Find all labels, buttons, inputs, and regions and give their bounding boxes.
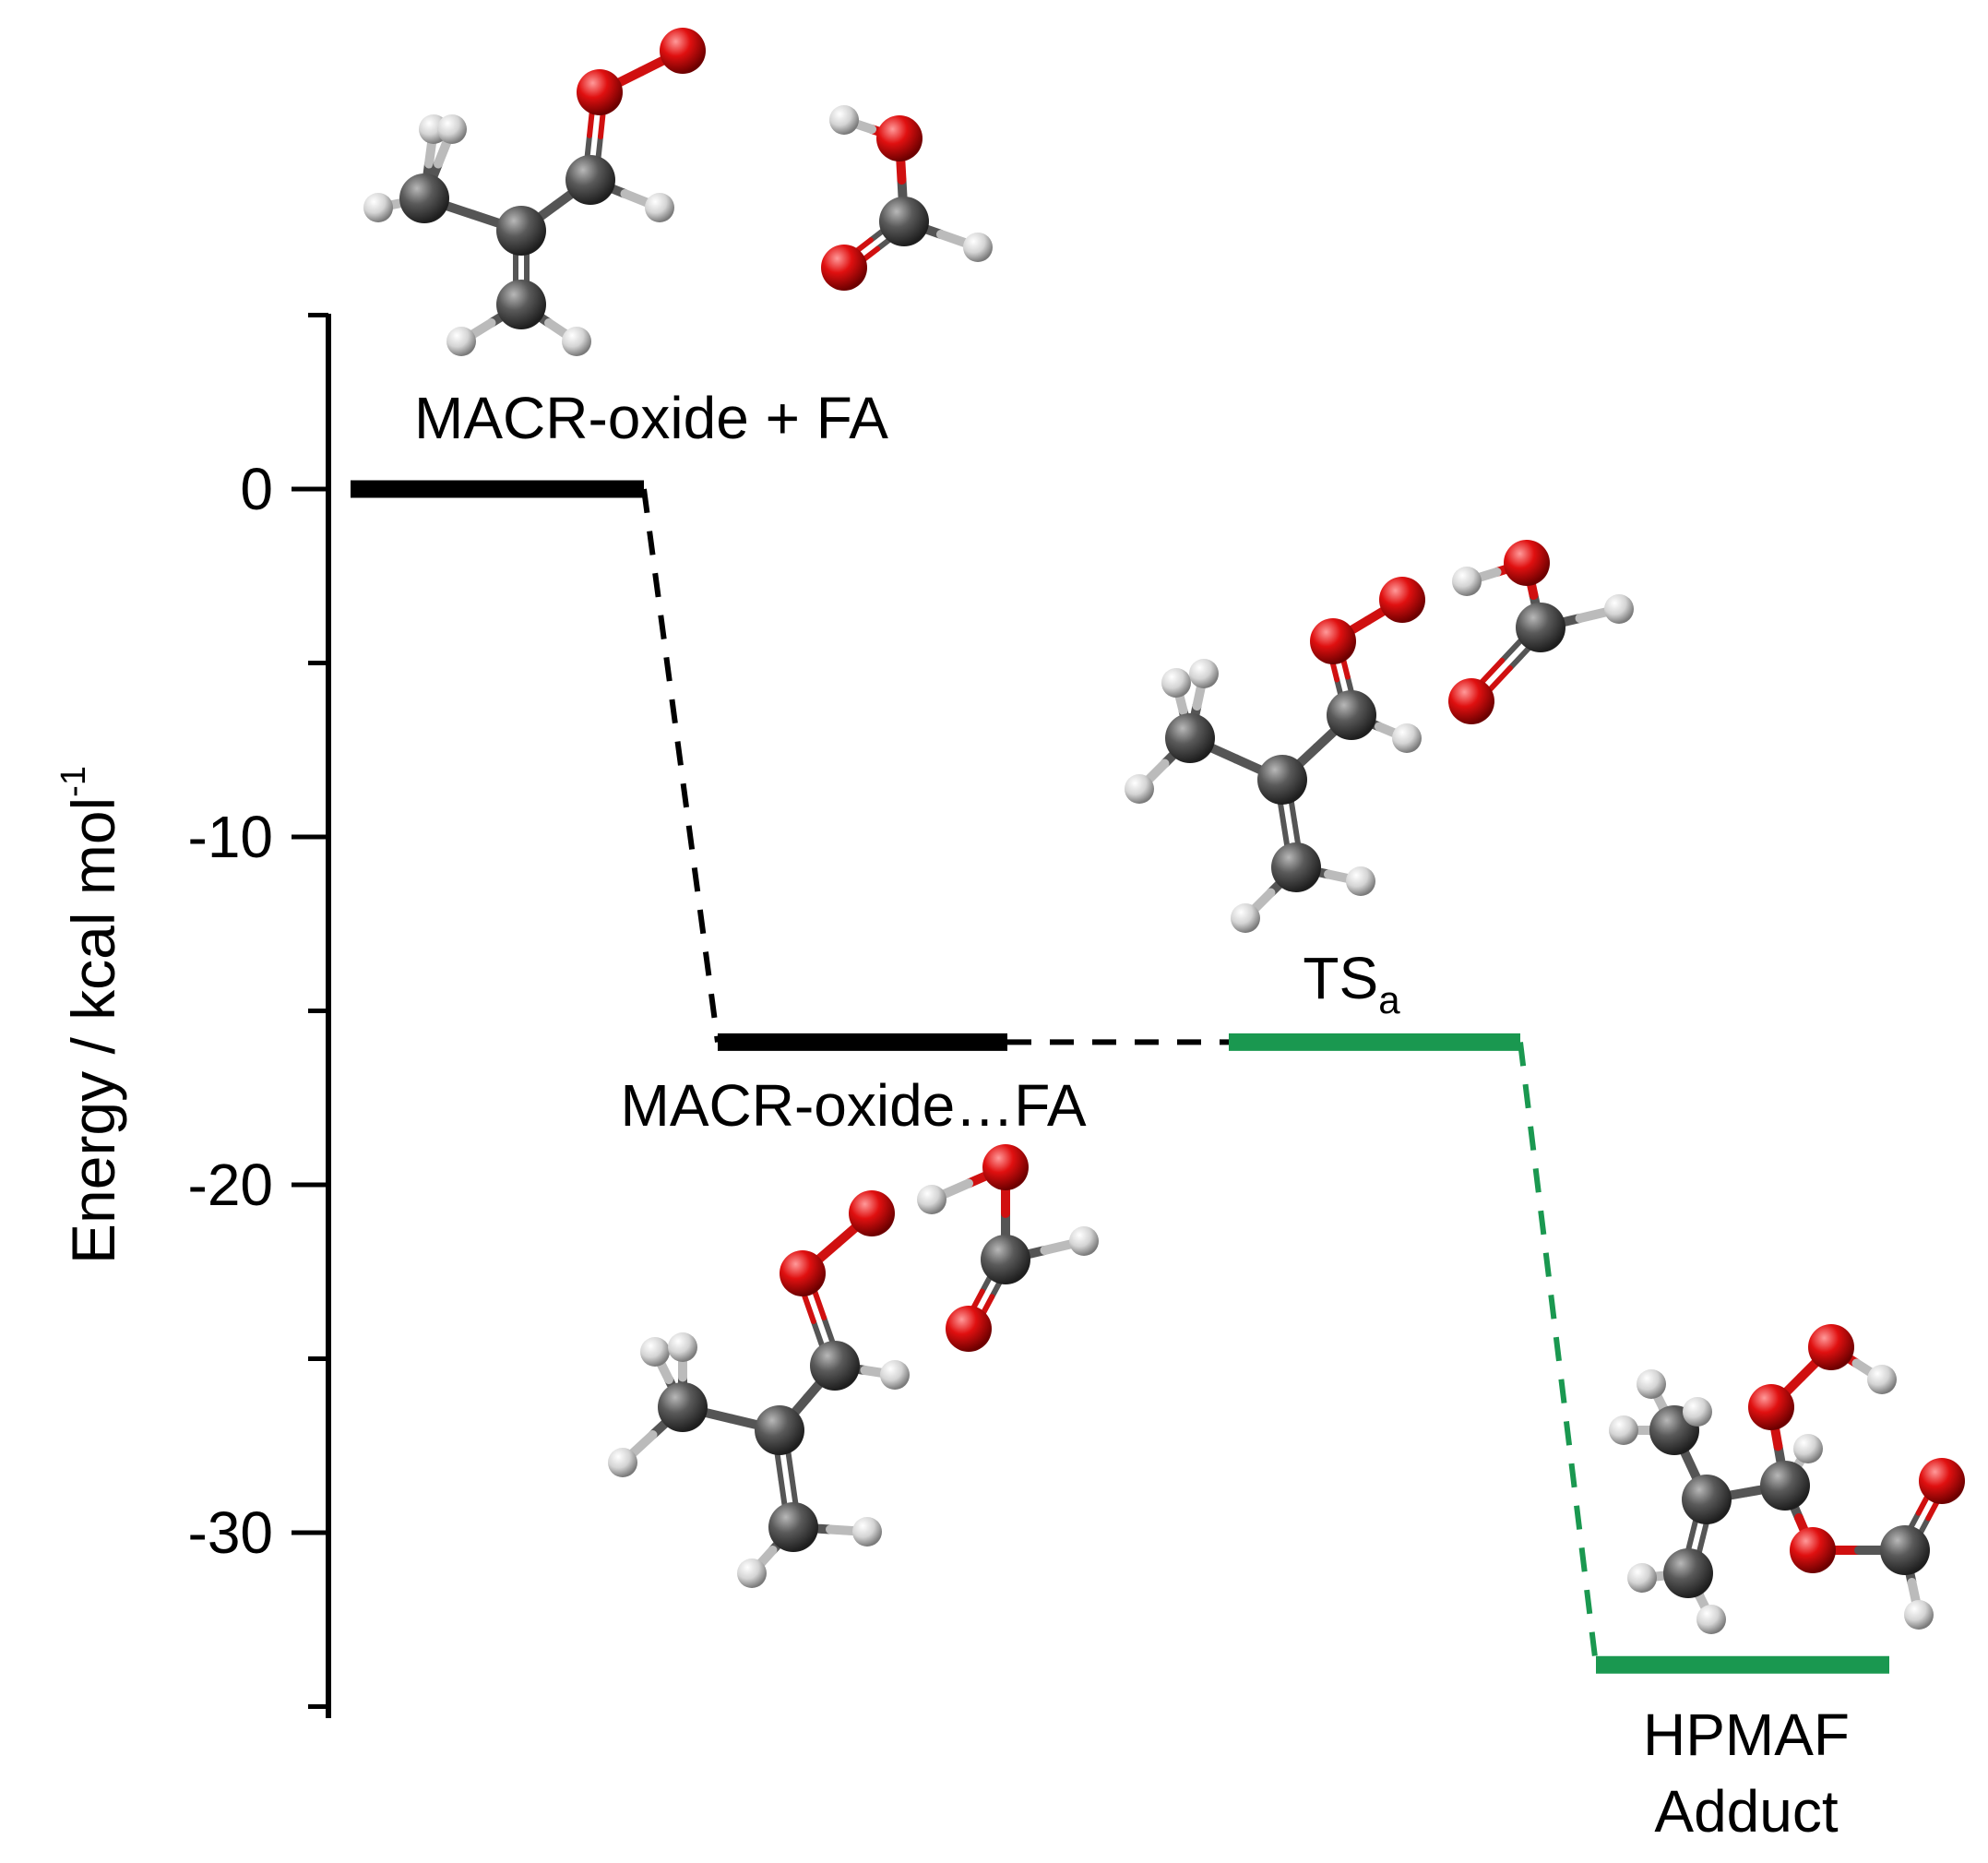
hydrogen-atom — [1392, 723, 1422, 753]
carbon-atom — [496, 280, 546, 329]
hydrogen-atom — [1904, 1600, 1934, 1630]
hydrogen-atom — [1161, 668, 1191, 698]
carbon-atom — [755, 1405, 804, 1455]
carbon-atom — [981, 1235, 1030, 1284]
hydrogen-atom — [1683, 1397, 1712, 1427]
hydrogen-atom — [1125, 774, 1154, 804]
oxygen-atom — [577, 69, 623, 115]
carbon-atom — [768, 1502, 818, 1552]
level-label-reactants: MACR-oxide + FA — [414, 385, 888, 451]
carbon-atom — [399, 173, 449, 223]
carbon-atom — [1663, 1548, 1713, 1598]
oxygen-atom — [780, 1250, 826, 1296]
product-structure — [1609, 1324, 1965, 1634]
hydrogen-atom — [1627, 1563, 1657, 1593]
y-tick-label: -20 — [188, 1152, 274, 1218]
oxygen-atom — [660, 28, 706, 74]
energy-levels — [351, 480, 1889, 1674]
carbon-atom — [879, 197, 929, 246]
hydrogen-atom — [1867, 1365, 1897, 1394]
carbon-atom — [1165, 713, 1215, 763]
hydrogen-atom — [1452, 567, 1482, 596]
connectors — [641, 488, 1599, 1666]
oxygen-atom — [1310, 618, 1356, 664]
hydrogen-atom — [1189, 659, 1219, 688]
y-tick-label: -30 — [188, 1499, 274, 1566]
level-label-ts: TSa — [1303, 945, 1400, 1021]
level-label-ts-subscript: a — [1378, 978, 1400, 1021]
carbon-atom — [1516, 603, 1565, 652]
y-axis: 0 -10 -20 -30 — [188, 313, 331, 1718]
hydrogen-atom — [446, 327, 476, 356]
oxygen-atom — [982, 1144, 1029, 1190]
hydrogen-atom — [829, 105, 859, 135]
oxygen-atom — [1504, 540, 1550, 586]
carbon-atom — [1682, 1475, 1732, 1524]
hydrogen-atom — [917, 1185, 946, 1214]
hydrogen-atom — [1793, 1434, 1823, 1463]
carbon-atom — [1760, 1461, 1810, 1511]
level-label-product-line2: Adduct — [1654, 1778, 1838, 1845]
hydrogen-atom — [1231, 903, 1260, 933]
hydrogen-atom — [1609, 1415, 1638, 1445]
hydrogen-atom — [645, 193, 674, 222]
hydrogen-atom — [562, 327, 591, 356]
complex-structure — [608, 1144, 1099, 1588]
carbon-atom — [565, 155, 615, 205]
y-axis-ticks: 0 -10 -20 -30 — [188, 313, 328, 1709]
oxygen-atom — [821, 245, 867, 291]
hydrogen-atom — [1069, 1226, 1099, 1256]
hydrogen-atom — [363, 193, 393, 222]
hydrogen-atom — [1637, 1369, 1666, 1399]
hydrogen-atom — [963, 233, 993, 262]
oxygen-atom — [946, 1306, 992, 1352]
level-label-complex: MACR-oxide…FA — [621, 1072, 1087, 1139]
reactants-structures — [363, 28, 993, 356]
connector-ts-product — [1518, 1042, 1599, 1666]
hydrogen-atom — [737, 1558, 767, 1588]
hydrogen-atom — [1346, 866, 1375, 896]
level-label-product-line1: HPMAF — [1643, 1702, 1850, 1768]
carbon-atom — [1327, 690, 1376, 740]
hydrogen-atom — [608, 1448, 637, 1477]
oxygen-atom — [1748, 1384, 1794, 1430]
oxygen-atom — [849, 1190, 895, 1236]
oxygen-atom — [1919, 1458, 1965, 1504]
carbon-atom — [1257, 755, 1307, 805]
hydrogen-atom — [852, 1517, 882, 1547]
oxygen-atom — [1448, 678, 1494, 724]
oxygen-atom — [1790, 1527, 1836, 1573]
hydrogen-atom — [1604, 594, 1634, 624]
oxygen-atom — [1808, 1324, 1854, 1370]
carbon-atom — [1271, 842, 1321, 892]
y-axis-label: Energy / kcal mol-1 — [54, 766, 127, 1264]
hydrogen-atom — [880, 1360, 910, 1390]
hydrogen-atom — [640, 1337, 670, 1367]
oxygen-atom — [1379, 577, 1425, 623]
connector-reactants-complex — [641, 488, 720, 1043]
y-axis-label-superscript: -1 — [54, 766, 93, 797]
ts-structure — [1125, 540, 1634, 933]
y-tick-label: 0 — [240, 456, 273, 522]
hydrogen-atom — [668, 1332, 697, 1362]
oxygen-atom — [876, 115, 923, 161]
hydrogen-atom — [1696, 1605, 1726, 1634]
hydrogen-atom — [437, 114, 467, 144]
carbon-atom — [658, 1382, 708, 1432]
y-tick-label: -10 — [188, 804, 274, 870]
carbon-atom — [1880, 1525, 1930, 1575]
carbon-atom — [810, 1341, 860, 1391]
carbon-atom — [496, 206, 546, 256]
